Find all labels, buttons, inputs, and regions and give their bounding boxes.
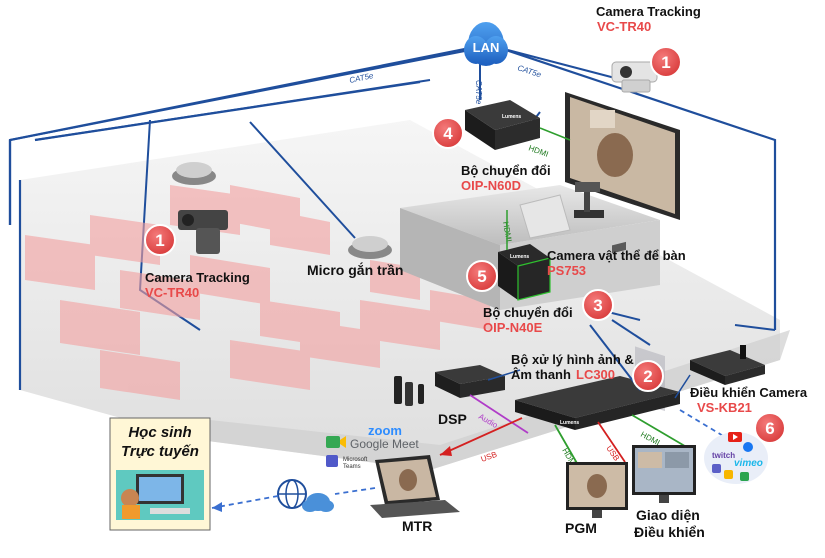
processor-name-line2: Âm thanh xyxy=(511,367,571,382)
google-meet-label: Google Meet xyxy=(350,437,419,451)
badge-camera-top: 1 xyxy=(650,46,682,78)
camera-tracking-left-device xyxy=(178,210,228,254)
hdmi-line-top xyxy=(539,127,571,141)
camera-controller-model: VS-KB21 xyxy=(697,400,752,415)
badge-doc-camera: 3 xyxy=(582,289,614,321)
pgm-name: PGM xyxy=(565,520,597,536)
svg-text:1: 1 xyxy=(661,53,670,72)
camera-controller-name: Điều khiển Camera xyxy=(690,385,808,400)
lan-label: LAN xyxy=(473,40,500,55)
lan-cloud: LAN xyxy=(464,22,508,66)
zoom-logo-text: zoom xyxy=(368,423,402,438)
cable-label-hdmi-right: HDMI xyxy=(639,430,661,448)
facebook-icon xyxy=(743,442,753,452)
google-meet-icon xyxy=(326,436,340,448)
internet-line-right xyxy=(334,487,376,495)
cable-label-cat5e-right: CAT5e xyxy=(516,63,542,79)
svg-text:2: 2 xyxy=(643,367,652,386)
svg-text:1: 1 xyxy=(155,231,164,250)
control-ui-monitor xyxy=(632,445,696,503)
internet-globe-icon xyxy=(277,479,307,509)
camera-left-name: Camera Tracking xyxy=(145,270,250,285)
usb-line-ui xyxy=(597,421,626,463)
doc-camera-name: Camera vật thể để bàn xyxy=(547,248,686,263)
ceiling-mic-name: Micro gắn trần xyxy=(307,261,403,278)
cable-label-cat5e-mid: CAT5e xyxy=(474,80,483,105)
converter-mid-name: Bộ chuyển đổi xyxy=(483,305,573,320)
teams-label-2: Teams xyxy=(343,464,361,470)
processor-model: LC300 xyxy=(576,367,615,382)
svg-text:6: 6 xyxy=(765,419,774,438)
control-ui-name-line2: Điều khiển xyxy=(634,524,705,540)
converter-mid-device: Lumens xyxy=(498,244,551,301)
converter-top-device: Lumens xyxy=(465,100,540,150)
usb-line-mtr xyxy=(439,417,523,456)
camera-left-model: VC-TR40 xyxy=(145,285,199,300)
internet-line-left xyxy=(211,495,279,509)
doc-camera-model: PS753 xyxy=(547,263,586,278)
line-controller xyxy=(674,374,691,399)
badge-converter-top: 4 xyxy=(432,117,464,149)
svg-text:Lumens: Lumens xyxy=(502,114,521,120)
badge-camera-controller: 6 xyxy=(754,412,786,444)
document-camera-device xyxy=(519,182,604,239)
badge-camera-left: 1 xyxy=(144,224,176,256)
streaming-platforms: twitch vimeo xyxy=(704,432,768,484)
svg-text:5: 5 xyxy=(477,267,486,286)
pgm-monitor xyxy=(566,462,628,518)
classroom-seats xyxy=(25,185,490,400)
svg-text:Lumens: Lumens xyxy=(510,254,529,260)
conferencing-apps: zoom Google Meet Microsoft Teams xyxy=(326,423,419,470)
teams-icon xyxy=(326,455,338,467)
camera-tracking-top-device xyxy=(611,61,658,93)
badge-processor: 2 xyxy=(632,360,664,392)
processor-name-line1: Bộ xử lý hình ảnh & xyxy=(511,352,634,367)
camera-top-name: Camera Tracking xyxy=(596,4,701,19)
dsp-device xyxy=(435,365,505,398)
camera-top-model: VC-TR40 xyxy=(597,19,651,34)
hdmi-line-pgm xyxy=(554,424,579,466)
mtr-laptop xyxy=(370,455,460,518)
svg-text:Lumens: Lumens xyxy=(560,420,579,426)
twitch-label: twitch xyxy=(712,451,735,460)
cable-label-usb-mid: USB xyxy=(604,444,621,463)
control-ui-name-line1: Giao diện xyxy=(636,507,700,523)
audio-line xyxy=(469,394,529,434)
svg-text:3: 3 xyxy=(593,296,602,315)
camera-controller-device xyxy=(690,345,765,385)
converter-top-model: OIP-N60D xyxy=(461,178,521,193)
converter-mid-model: OIP-N40E xyxy=(483,320,543,335)
dsp-name: DSP xyxy=(438,411,467,427)
cloud-icon xyxy=(302,493,334,512)
teams-label-1: Microsoft xyxy=(343,457,368,463)
svg-text:4: 4 xyxy=(443,124,453,143)
ceiling-mic-1 xyxy=(172,162,216,185)
ceiling-mic-2 xyxy=(348,236,392,259)
online-students-line1: Học sinh xyxy=(128,424,191,441)
wireless-mics xyxy=(394,376,424,406)
cable-label-hdmi-top: HDMI xyxy=(527,143,549,158)
converter-top-name: Bộ chuyển đổi xyxy=(461,163,551,178)
online-students-line2: Trực tuyến xyxy=(121,443,199,460)
lan-line-dsp xyxy=(487,369,521,381)
vimeo-label: vimeo xyxy=(734,458,763,469)
room-floor-lower xyxy=(200,330,790,470)
mtr-name: MTR xyxy=(402,518,432,534)
lan-line-processor xyxy=(589,324,641,391)
badge-converter-mid: 5 xyxy=(466,260,498,292)
online-students-box: Học sinh Trực tuyến xyxy=(109,417,211,531)
